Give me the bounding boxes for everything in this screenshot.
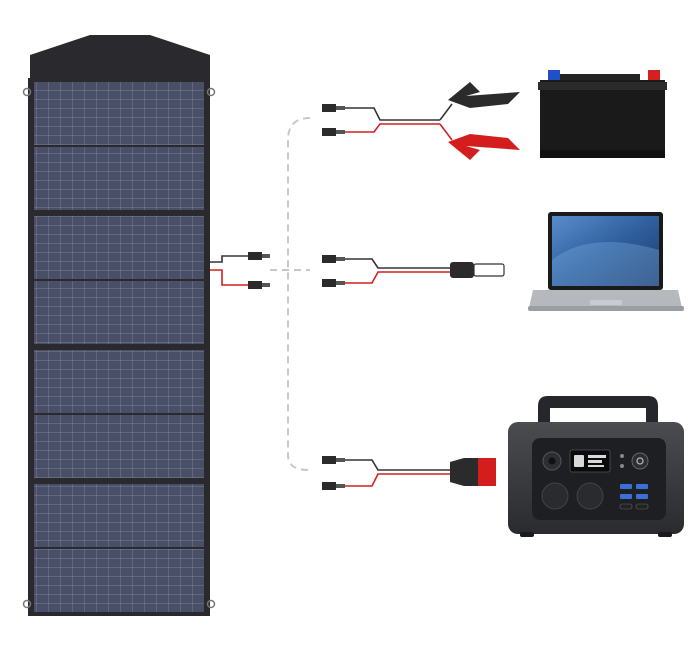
mc4-connector-icon [322, 456, 345, 490]
dc-barrel-plug-icon [450, 262, 505, 278]
portable-power-station [508, 396, 684, 537]
car-battery-clamp-cable [322, 82, 520, 160]
car-battery [538, 70, 667, 158]
laptop-screen [552, 216, 659, 286]
ac-outlet-icon [541, 482, 569, 510]
dashed-branch-line [270, 117, 311, 471]
anderson-plug-icon [450, 458, 496, 486]
panel-top-flap [30, 35, 210, 80]
dc-barrel-cable [322, 255, 505, 287]
panel-grommet-icon [22, 87, 216, 609]
station-handle [538, 396, 658, 430]
panel-output-cable [210, 252, 270, 289]
battery-negative-terminal-icon [548, 70, 560, 80]
anderson-cable [322, 456, 496, 490]
mc4-connector-icon [248, 252, 270, 289]
foldable-solar-panel [22, 35, 216, 616]
ac-outlet-icon [576, 482, 604, 510]
black-clamp-icon [448, 82, 520, 108]
laptop [528, 212, 684, 311]
mc4-connector-icon [322, 255, 345, 287]
battery-positive-terminal-icon [648, 70, 660, 80]
power-button-icon [631, 452, 649, 470]
mc4-connector-icon [322, 104, 345, 136]
red-clamp-icon [448, 134, 520, 160]
usb-port-icon [619, 484, 649, 510]
